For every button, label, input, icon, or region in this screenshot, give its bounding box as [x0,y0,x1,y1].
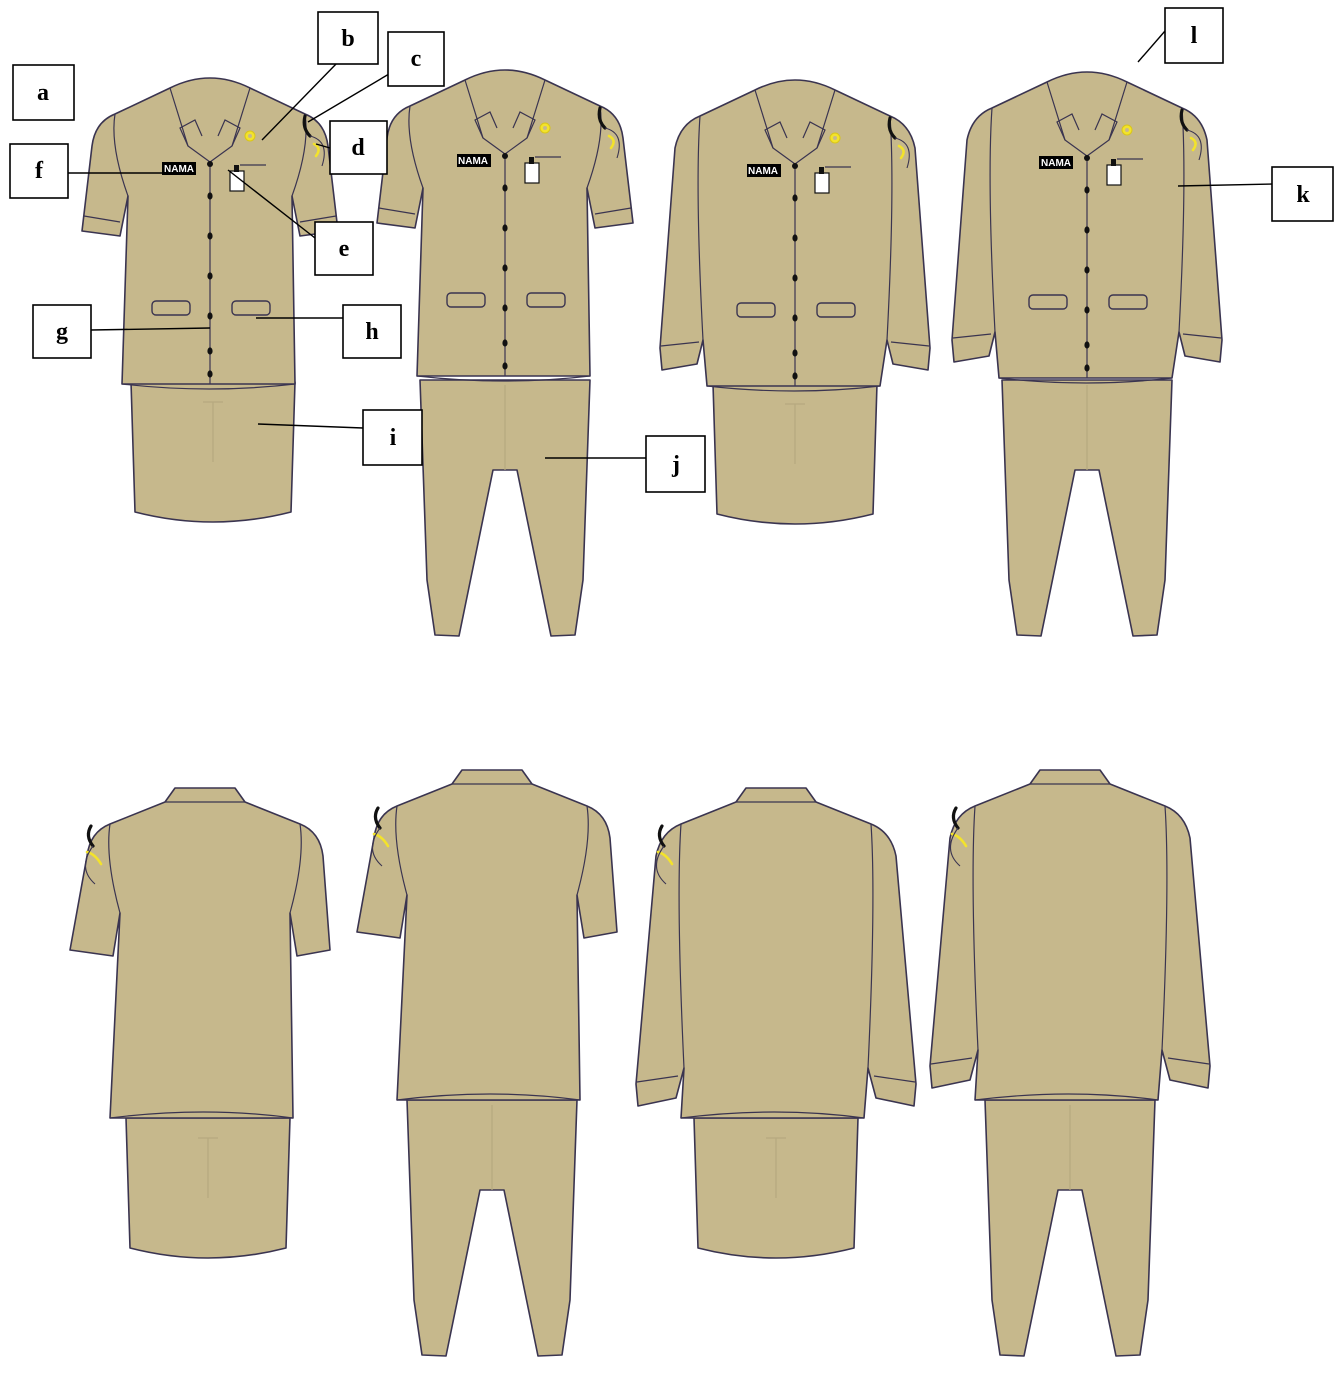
callout-label: d [351,135,365,161]
outfit-back-long-sleeve-skirt [636,788,916,1258]
outfit-back-short-sleeve-skirt [70,788,330,1258]
callout-label: c [411,46,422,72]
outfit-front-short-sleeve-trousers: NAMA [377,70,633,636]
outfit-front-long-sleeve-trousers: NAMA [952,72,1222,636]
name-tag-text: NAMA [748,166,778,177]
callout-label: a [37,80,49,106]
callout-label: j [671,452,680,478]
outfit-back-long-sleeve-trousers [930,770,1210,1356]
outfit-back-short-sleeve-trousers [357,770,617,1356]
callout-label: g [56,319,68,345]
name-tag-text: NAMA [164,164,194,175]
name-tag-text: NAMA [458,156,488,167]
callout-label: e [339,236,350,262]
outfit-front-short-sleeve-skirt: NAMA [82,78,338,522]
callout-label: i [390,425,397,451]
callout-l: l [1138,8,1223,63]
callout-label: b [341,26,354,52]
name-tag-text: NAMA [1041,158,1071,169]
callout-a: a [13,65,74,120]
callout-label: l [1191,23,1198,49]
callout-label: f [35,158,44,184]
callout-label: k [1296,182,1310,208]
callout-label: h [365,319,378,345]
